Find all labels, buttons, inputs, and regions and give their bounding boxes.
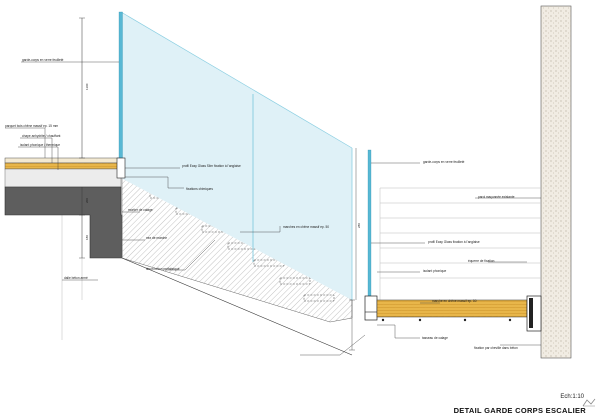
tread-depth-dimension: 280 (357, 223, 361, 228)
concrete-slab (4, 186, 123, 259)
left-label-profile: profil Easy Glass Slim fixation à l'angl… (182, 164, 241, 168)
stair-soffit-line (121, 257, 353, 356)
floor-finish-layer (4, 157, 122, 164)
right-label-tread: marche en chêne massif ep. 50 (432, 299, 477, 303)
left-label-anchors: fixations chimiques (186, 187, 213, 191)
left-label-screed: chape anhydrite / chauffant (22, 134, 61, 138)
left-label-floor-finish: parquet bois chêne massif ep. 15 mm (5, 124, 58, 128)
left-label-insulation: isolant phonique / thermique (20, 143, 60, 147)
company-logo-icon (582, 398, 596, 407)
step-height-dimension: 180 (85, 235, 89, 240)
right-label-support: équerre de fixation (468, 259, 495, 263)
support-plate (529, 298, 533, 328)
right-dimension-lines (349, 299, 355, 351)
right-glass-profile (364, 295, 378, 321)
right-label-profile: profil Easy Glass fixation à l'anglaise (428, 240, 480, 244)
glass-height-dimension: 1100 (85, 83, 89, 90)
drawing-scale: Ech:1:10 (560, 394, 584, 400)
right-label-cleat: tasseau de calage (422, 336, 448, 340)
right-leader-lines (300, 162, 541, 356)
right-section-view: garde-corps en verre feuilleté paroi maç… (300, 5, 572, 359)
glass-top-edge (120, 11, 353, 149)
left-label-mortar: mortier de calage (128, 208, 153, 212)
left-label-stair-flight: limon béton préfabriqué (146, 267, 180, 271)
right-glass-section (367, 149, 372, 301)
left-label-treads: marches en chêne massif ep. 50 (283, 225, 329, 229)
left-label-nosing: nez de marche (146, 236, 167, 240)
title-block: Ech:1:10 DETAIL GARDE CORPS ESCALIER (454, 394, 586, 415)
right-label-glass: garde-corps en verre feuilleté (423, 160, 465, 164)
dimension-lines (79, 17, 357, 300)
existing-wall-texture (541, 6, 571, 358)
screed-layer (4, 162, 122, 170)
glass-panel-fill (121, 12, 352, 300)
glass-profile-shoe (116, 157, 126, 179)
right-label-wall-fix: fixation par cheville dans béton (474, 346, 518, 350)
right-label-wall: paroi maçonnée existante (478, 195, 515, 199)
left-label-slab: dalle béton armé (64, 276, 88, 280)
right-label-insulation: isolant phonique (423, 269, 446, 273)
drawing-title: DETAIL GARDE CORPS ESCALIER (453, 406, 586, 415)
slab-height-dimension: 200 (85, 198, 89, 203)
insulation-layer (4, 168, 122, 188)
left-label-glass: garde-corps en verre feuilleté (22, 58, 64, 62)
left-section-view: 1100 200 180 280 garde-corps en verre fe… (4, 11, 361, 356)
tread-screws (381, 318, 512, 322)
glass-edge-section (118, 11, 123, 163)
step-elevation-lines (379, 187, 541, 300)
left-leader-lines (5, 61, 281, 281)
